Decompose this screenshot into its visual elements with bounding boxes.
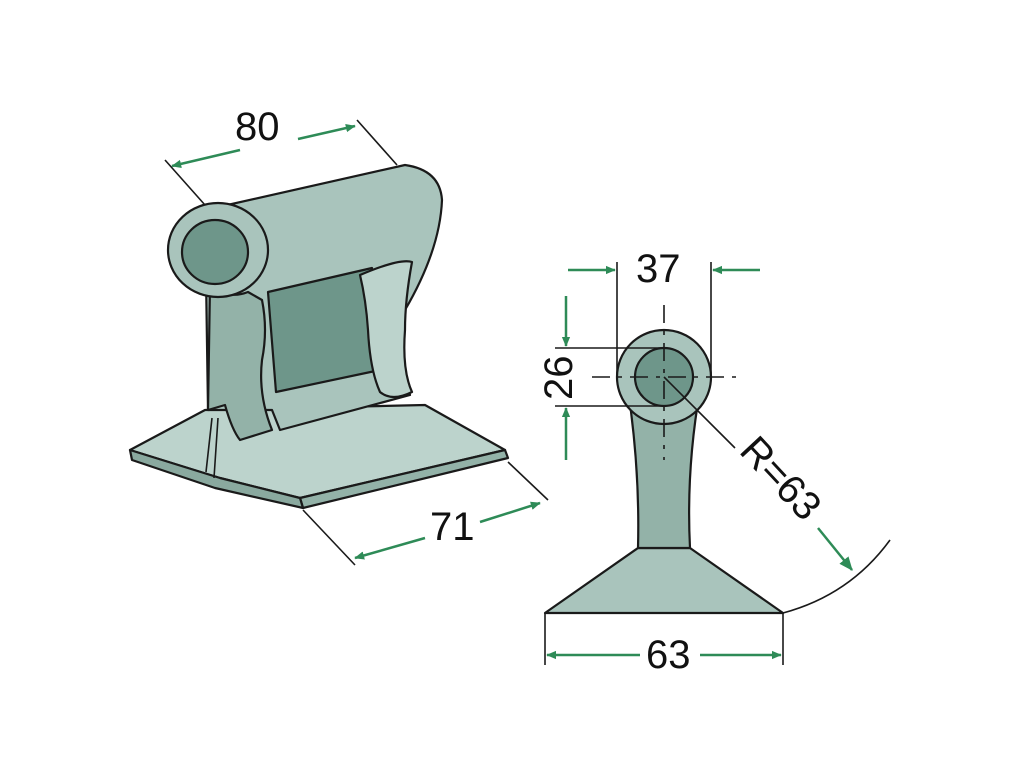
dim-label-71: 71	[430, 505, 475, 549]
extension-line	[507, 461, 549, 501]
dimension-80: 80	[164, 105, 398, 206]
dimension-63: 63	[544, 613, 784, 677]
dimension-26: 26	[537, 296, 664, 460]
dim-label-r63: R=63	[731, 428, 829, 529]
dim-label-37: 37	[636, 247, 681, 291]
base-plate-left-face	[128, 448, 305, 510]
extension-line	[356, 119, 398, 166]
isometric-view	[128, 163, 510, 510]
profile-base	[543, 546, 785, 615]
eye-bore	[180, 218, 250, 286]
dim-label-63: 63	[646, 633, 691, 677]
profile-neck	[626, 388, 702, 550]
dimension-71: 71	[302, 461, 549, 566]
extension-line	[302, 509, 356, 566]
extension-line	[164, 159, 206, 206]
radius-line	[663, 376, 736, 449]
dimension-arrow	[171, 148, 241, 168]
dimension-arrow	[479, 501, 541, 524]
dimension-arrow	[817, 527, 853, 571]
dimension-arrow	[354, 536, 426, 560]
dimension-arrow	[297, 123, 356, 141]
dimension-37: 37	[568, 247, 760, 377]
groove-line	[205, 417, 219, 479]
dim-label-26: 26	[537, 356, 581, 401]
dim-label-80: 80	[235, 105, 280, 149]
radius-arc	[782, 539, 891, 614]
body-right-wing	[358, 260, 414, 399]
body-left-arm	[206, 283, 274, 442]
